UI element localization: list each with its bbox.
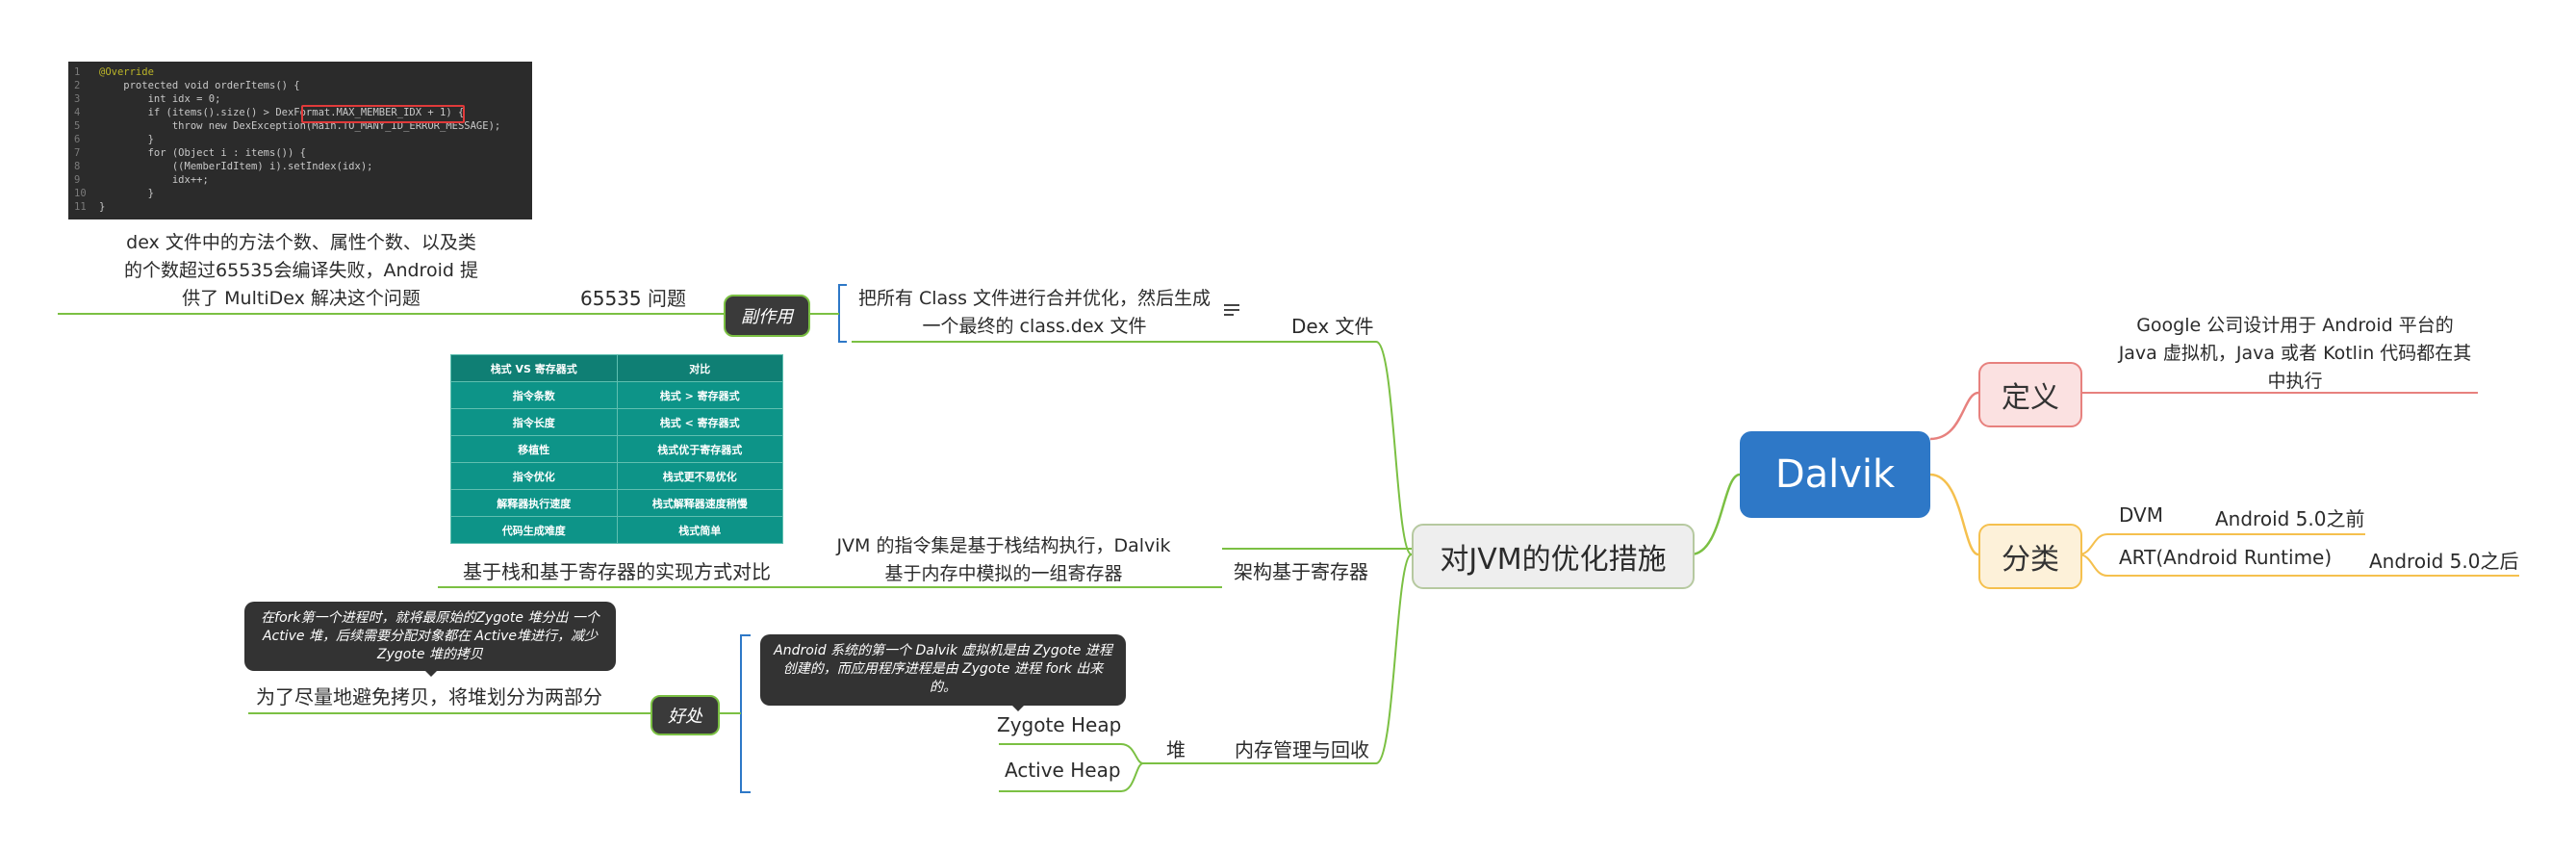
table-row: 代码生成难度栈式简单 — [450, 516, 783, 544]
code-line: 10 } — [74, 188, 154, 199]
compare-header-row: 栈式 VS 寄存器式 对比 — [450, 354, 783, 382]
compare-header: 栈式 VS 寄存器式 — [450, 354, 618, 382]
dex-label: Dex 文件 — [1291, 315, 1374, 338]
limit-label: 65535 问题 — [580, 287, 686, 310]
memory-label: 内存管理与回收 — [1235, 738, 1369, 761]
heap-label: 堆 — [1166, 738, 1186, 761]
code-line: 8 ((MemberIdItem) i).setIndex(idx); — [74, 161, 373, 172]
table-cell: 指令条数 — [450, 381, 618, 409]
zygote-note-bubble: Android 系统的第一个 Dalvik 虚拟机是由 Zygote 进程创建的… — [760, 634, 1126, 706]
notes-icon[interactable] — [1224, 301, 1239, 319]
optimization-topic[interactable]: 对JVM的优化措施 — [1412, 524, 1695, 589]
opt-trunk — [1222, 341, 1413, 555]
code-snippet: 1@Override 2 protected void orderItems()… — [68, 62, 532, 219]
class-art-detail: Android 5.0之后 — [2369, 550, 2519, 573]
benefit-bubble-pointer — [423, 669, 439, 677]
optimization-label: 对JVM的优化措施 — [1440, 543, 1667, 577]
dex-bracket — [838, 284, 847, 343]
code-line: 5 throw new DexException(Main.TO_MANY_ID… — [74, 120, 501, 132]
code-line: 3 int idx = 0; — [74, 93, 221, 105]
table-cell: 栈式简单 — [616, 516, 783, 544]
definition-topic[interactable]: 定义 — [1978, 362, 2082, 427]
root-label: Dalvik — [1774, 452, 1896, 497]
side-effect-tag[interactable]: 副作用 — [724, 295, 810, 337]
code-line: 2 protected void orderItems() { — [74, 80, 300, 91]
table-row: 移植性栈式优于寄存器式 — [450, 435, 783, 463]
code-highlight-box — [301, 105, 465, 123]
classification-topic[interactable]: 分类 — [1978, 524, 2082, 589]
code-line: 7 for (Object i : items()) { — [74, 147, 306, 159]
compare-label: 基于栈和基于寄存器的实现方式对比 — [463, 560, 771, 583]
dex-text: 把所有 Class 文件进行合并优化，然后生成一个最终的 class.dex 文… — [857, 288, 1211, 337]
register-text: JVM 的指令集是基于栈结构执行，Dalvik 基于内存中模拟的一组寄存器 — [836, 535, 1171, 584]
table-cell: 栈式 < 寄存器式 — [616, 408, 783, 436]
class-art-name: ART(Android Runtime) — [2119, 546, 2333, 569]
side-effect-label: 副作用 — [741, 307, 793, 327]
code-line: 11} — [74, 201, 106, 213]
benefit-tag[interactable]: 好处 — [650, 695, 720, 735]
code-line: 1@Override — [74, 66, 154, 78]
table-cell: 指令优化 — [450, 462, 618, 490]
table-cell: 栈式更不易优化 — [616, 462, 783, 490]
register-label: 架构基于寄存器 — [1234, 560, 1368, 583]
table-row: 解释器执行速度栈式解释器速度稍慢 — [450, 489, 783, 517]
table-cell: 栈式优于寄存器式 — [616, 435, 783, 463]
zygote-heap-label: Zygote Heap — [997, 713, 1122, 736]
table-cell: 栈式 > 寄存器式 — [616, 381, 783, 409]
link-root-optimization — [1690, 473, 1741, 556]
memory-bracket — [740, 634, 751, 793]
class-bracket — [2078, 533, 2108, 577]
definition-label: 定义 — [2002, 381, 2059, 415]
opt-memory — [1222, 554, 1413, 764]
table-row: 指令长度栈式 < 寄存器式 — [450, 408, 783, 436]
link-root-definition — [1929, 391, 1979, 441]
link-root-classification — [1929, 473, 1979, 556]
table-cell: 栈式解释器速度稍慢 — [616, 489, 783, 517]
class-dvm-name: DVM — [2119, 503, 2163, 527]
table-cell: 移植性 — [450, 435, 618, 463]
limit-text: dex 文件中的方法个数、属性个数、以及类的个数超过65535会编译失败，And… — [124, 232, 478, 309]
zygote-bubble-pointer — [1010, 704, 1026, 711]
benefit-label: 好处 — [668, 707, 702, 727]
compare-header: 对比 — [616, 354, 783, 382]
code-line-highlighted: 4 if (items().size() > DexFormat.MAX_MEM… — [74, 105, 526, 123]
benefit-note-bubble: 在fork第一个进程时，就将最原始的Zygote 堆分出 一个 Active 堆… — [244, 602, 616, 671]
active-heap-label: Active Heap — [1005, 759, 1121, 782]
heap-split — [999, 743, 1144, 792]
root-topic[interactable]: Dalvik — [1740, 431, 1930, 518]
compare-table: 栈式 VS 寄存器式 对比 指令条数栈式 > 寄存器式 指令长度栈式 < 寄存器… — [450, 354, 783, 544]
table-row: 指令优化栈式更不易优化 — [450, 462, 783, 490]
classification-label: 分类 — [2002, 543, 2059, 577]
class-dvm-detail: Android 5.0之前 — [2215, 507, 2365, 530]
definition-text: Google 公司设计用于 Android 平台的 Java 虚拟机，Java … — [2118, 315, 2472, 392]
code-line: 6 } — [74, 134, 154, 145]
table-cell: 代码生成难度 — [450, 516, 618, 544]
table-cell: 解释器执行速度 — [450, 489, 618, 517]
table-cell: 指令长度 — [450, 408, 618, 436]
code-line: 9 idx++; — [74, 174, 209, 186]
table-row: 指令条数栈式 > 寄存器式 — [450, 381, 783, 409]
benefit-text: 为了尽量地避免拷贝，将堆划分为两部分 — [256, 685, 602, 708]
